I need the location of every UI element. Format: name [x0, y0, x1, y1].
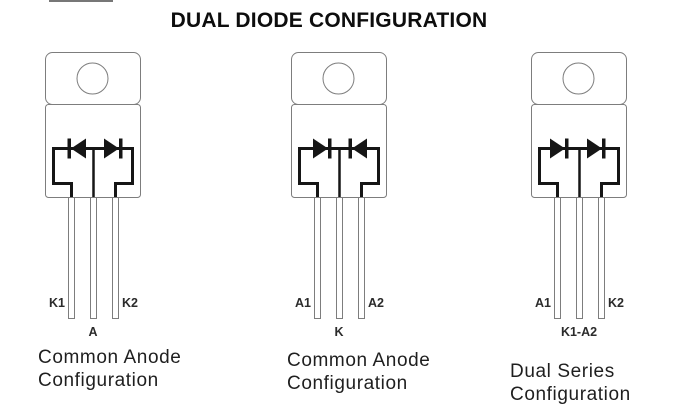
mounting-hole [322, 62, 355, 95]
diode-cathode-bar [119, 138, 123, 159]
mounting-hole [562, 62, 595, 95]
to220-package-drawing [45, 52, 141, 322]
caption-line-2: Configuration [38, 370, 159, 391]
leg-left [554, 197, 561, 319]
diode-symbol [352, 138, 367, 159]
to220-outline-svg [291, 52, 387, 319]
pin-label-center: K [334, 325, 344, 339]
package-common-anode-2: A1 A2 K Common Anode Configuration [287, 52, 430, 418]
caption-line-1: Dual Series [510, 361, 615, 382]
leg-left [314, 197, 321, 319]
to220-package-drawing [531, 52, 627, 322]
caption-line-1: Common Anode [287, 350, 431, 371]
diode-cathode-bar [67, 138, 71, 159]
crop-artifact [49, 0, 113, 2]
package-common-anode-1: K1 K2 A Common Anode Configuration [38, 52, 181, 418]
pin-label-center: K1-A2 [560, 325, 598, 339]
leg-right [358, 197, 365, 319]
to220-outline-svg [45, 52, 141, 319]
caption-line-2: Configuration [510, 384, 631, 405]
pin-label-right: K2 [122, 296, 138, 310]
diode-symbol [104, 138, 119, 159]
leg-right [112, 197, 119, 319]
diode-symbol [587, 138, 602, 159]
diode-symbol [313, 138, 328, 159]
leg-center [90, 197, 97, 319]
mounting-hole [76, 62, 109, 95]
leg-left [68, 197, 75, 319]
pin-label-right: A2 [368, 296, 384, 310]
caption-line-1: Common Anode [38, 347, 182, 368]
diode-cathode-bar [565, 138, 569, 159]
leg-right [598, 197, 605, 319]
package-caption: Dual Series Configuration [510, 360, 631, 406]
leg-center [336, 197, 343, 319]
page-title: DUAL DIODE CONFIGURATION [170, 9, 488, 32]
diode-symbol [550, 138, 565, 159]
pin-label-left: A1 [295, 296, 311, 310]
diode-cathode-bar [602, 138, 606, 159]
caption-line-2: Configuration [287, 373, 408, 394]
diode-cathode-bar [348, 138, 352, 159]
pin-label-center: A [88, 325, 98, 339]
to220-package-drawing [291, 52, 387, 322]
to220-outline-svg [531, 52, 627, 319]
diode-symbol [71, 138, 86, 159]
leg-center [576, 197, 583, 319]
package-caption: Common Anode Configuration [287, 349, 430, 395]
pin-label-left: K1 [49, 296, 65, 310]
pin-label-left: A1 [535, 296, 551, 310]
package-dual-series: A1 K2 K1-A2 Dual Series Configuration [510, 52, 630, 418]
package-caption: Common Anode Configuration [38, 346, 181, 392]
pin-label-right: K2 [608, 296, 624, 310]
diode-cathode-bar [328, 138, 332, 159]
